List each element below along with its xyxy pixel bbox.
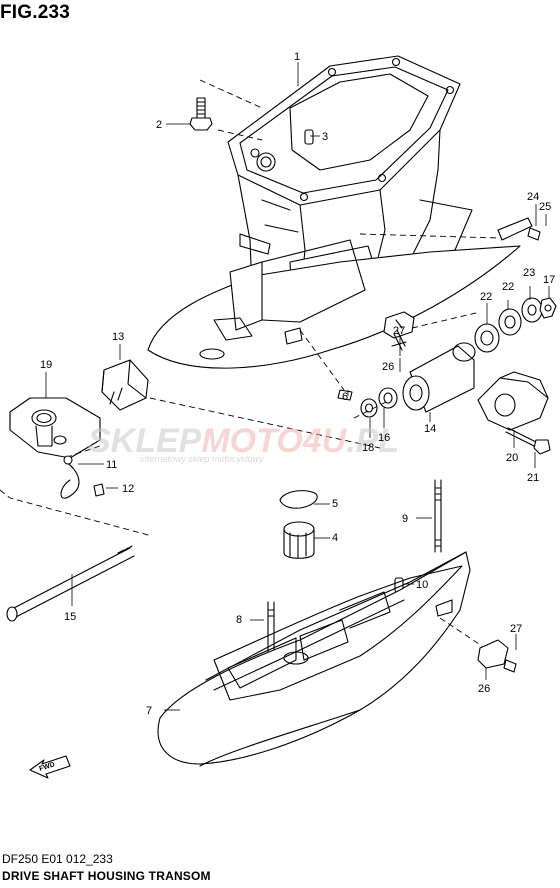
watermark-accent: MOTO [201, 422, 302, 460]
callout-1: 1 [294, 51, 300, 63]
callout-10: 10 [416, 579, 428, 591]
part-5-circlip [279, 490, 318, 509]
callout-16: 16 [378, 432, 390, 444]
callout-27-lower: 27 [510, 623, 522, 635]
fwd-arrow [29, 755, 71, 779]
callout-7: 7 [146, 705, 152, 717]
callout-23: 23 [523, 267, 535, 279]
callout-13: 13 [112, 331, 124, 343]
leader-lines [45, 62, 550, 711]
callout-21: 21 [527, 472, 539, 484]
watermark-tagline: internetowy sklep motocyklowy [140, 454, 264, 464]
callout-8: 8 [236, 614, 242, 626]
part-3-dowel [304, 129, 314, 145]
svg-text:SKLEPMOTO4U.PL: SKLEPMOTO4U.PL [88, 422, 399, 460]
watermark-main: SKLEP [88, 422, 202, 460]
watermark-domain: .PL [346, 422, 399, 460]
part-17-nut [539, 297, 557, 319]
part-11-cable [60, 461, 80, 499]
callout-14: 14 [424, 423, 436, 435]
callout-17: 17 [543, 274, 555, 286]
callout-6: 6 [342, 391, 348, 403]
part-20-bracket [477, 371, 549, 431]
part-14-mount [402, 342, 476, 413]
part-23-washer [521, 297, 543, 323]
watermark: SKLEPMOTO4U.PL internetowy sklep motocyk… [88, 422, 399, 464]
callout-4: 4 [332, 532, 338, 544]
part-25-bolt [527, 227, 541, 241]
part-15-stud [6, 545, 135, 622]
diagram-caption: DRIVE SHAFT HOUSING TRANSOM [2, 869, 211, 883]
callout-19: 19 [40, 359, 52, 371]
part-22-washer-a [474, 323, 500, 353]
callout-15: 15 [64, 611, 76, 623]
callout-12: 12 [122, 483, 134, 495]
part-12-bolt [93, 483, 105, 497]
fwd-label: FWD [38, 761, 55, 773]
part-27-bolt-lower [503, 659, 517, 673]
callout-25: 25 [539, 201, 551, 213]
part-24-pin [497, 217, 533, 241]
part-13-box [101, 359, 149, 411]
part-27-bolt-upper [391, 329, 407, 351]
callout-18: 18 [362, 442, 374, 454]
watermark-tail: 4U [302, 422, 348, 460]
callout-22b: 22 [502, 281, 514, 293]
callout-3: 3 [322, 131, 328, 143]
callout-2: 2 [156, 119, 162, 131]
part-26-block-lower [477, 639, 509, 669]
guide-lines [0, 79, 501, 647]
callout-20: 20 [506, 452, 518, 464]
part-22-washer-b [498, 308, 522, 336]
drive-shaft-housing [147, 55, 521, 369]
part-7-lower-housing [157, 551, 471, 767]
part-2-bolt [189, 97, 213, 131]
callout-group: 1 2 3 4 5 6 7 8 9 10 11 12 13 14 15 16 1… [40, 51, 555, 717]
part-16-washer [378, 387, 398, 409]
callout-5: 5 [332, 498, 338, 510]
callout-24: 24 [527, 191, 539, 203]
part-26-block-upper [383, 311, 415, 339]
callout-11: 11 [106, 459, 117, 471]
callout-9: 9 [402, 513, 408, 525]
callout-22a: 22 [480, 291, 492, 303]
part-4-collar [283, 521, 315, 559]
callout-26-lower: 26 [478, 683, 490, 695]
part-19-bracket [9, 397, 101, 459]
callout-26-upper: 26 [382, 361, 394, 373]
diagram-code: DF250 E01 012_233 [2, 852, 113, 866]
callout-27-upper: 27 [393, 325, 405, 337]
figure-title: FIG.233 [0, 2, 71, 23]
part-21-bolt [505, 427, 551, 455]
part-9-stud [434, 479, 442, 553]
